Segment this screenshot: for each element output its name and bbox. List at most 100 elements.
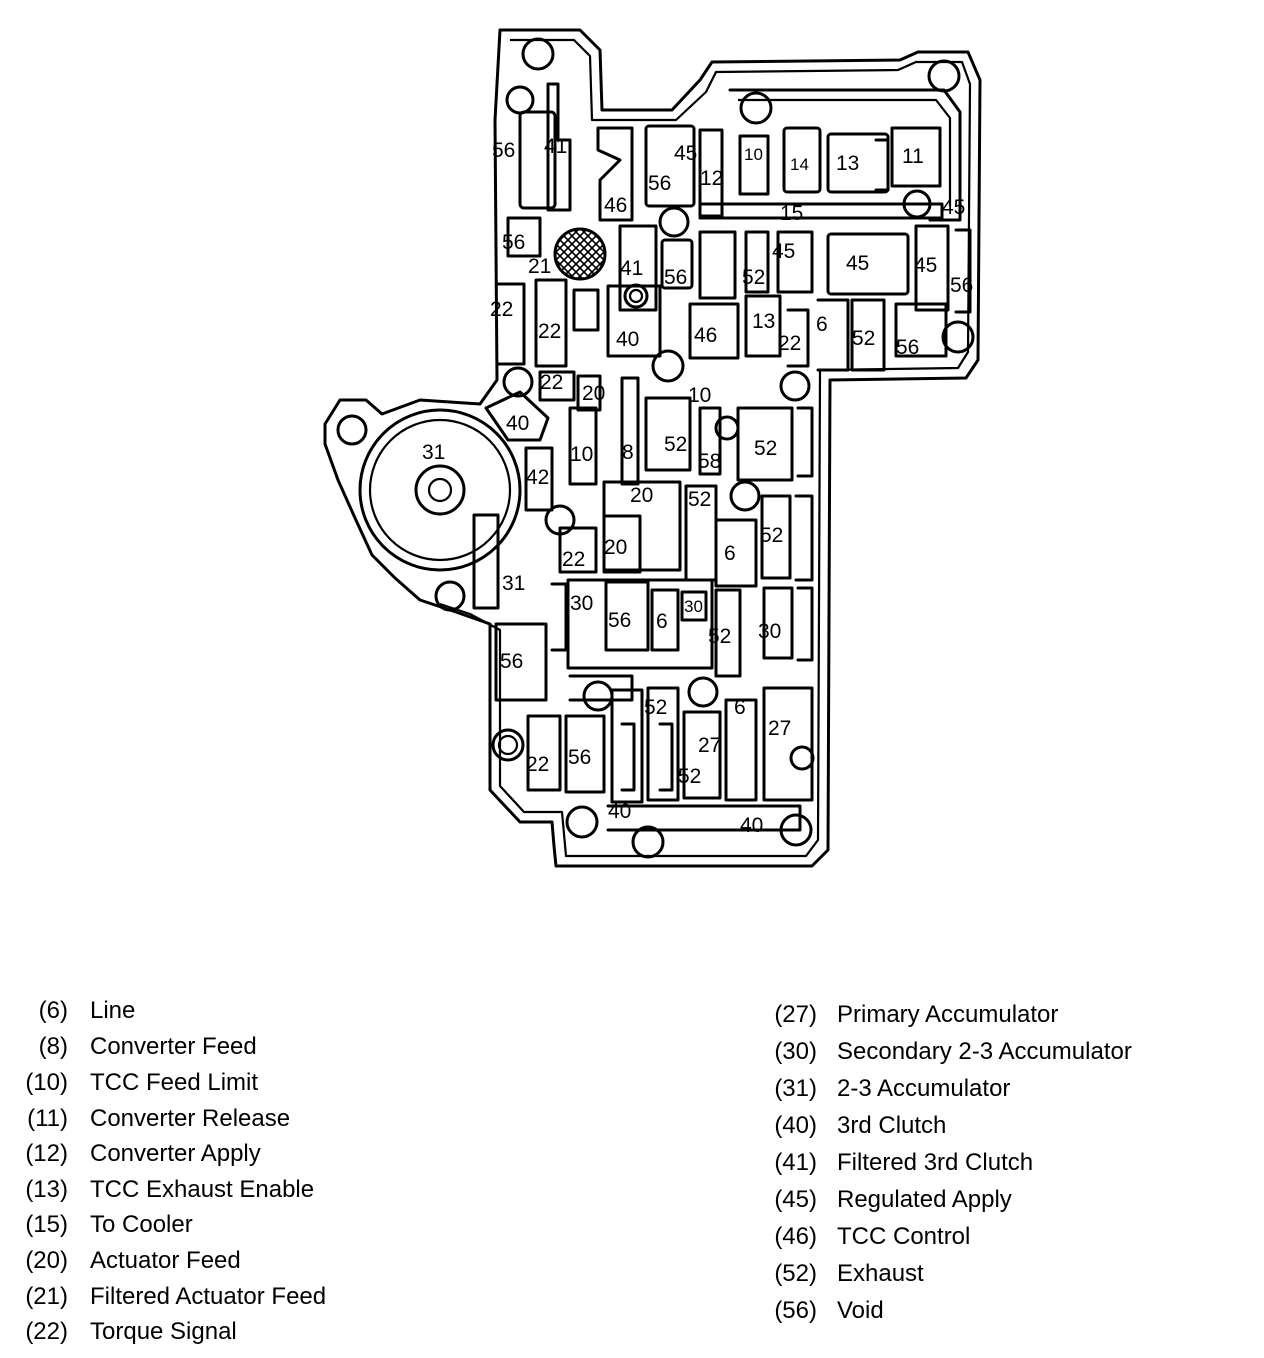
bolt-hole [789,745,815,771]
passage-label: 52 [644,696,667,719]
bolt-hole [505,85,535,115]
legend-item: (20) Actuator Feed [0,1246,240,1276]
passage-label: 46 [604,194,627,217]
legend-number: (22) [25,1318,68,1345]
passage-label: 21 [528,255,551,278]
legend-label: 3rd Clutch [837,1112,947,1139]
passage-label: 30 [570,592,593,615]
passage-label: 20 [582,382,605,405]
legend-number: (15) [25,1211,68,1238]
legend-label: Converter Release [90,1105,291,1132]
passage-label: 30 [684,597,703,616]
bolt-hole [491,728,525,762]
legend-item: (46) TCC Control [749,1222,970,1252]
legend-number: (11) [27,1105,68,1132]
passage-label: 41 [620,257,643,280]
passage-label: 45 [674,142,697,165]
passage-label: 6 [724,542,736,565]
legend-label: 2-3 Accumulator [837,1075,1011,1102]
legend-number: (12) [25,1140,68,1167]
legend-item: (31) 2-3 Accumulator [749,1074,1010,1104]
legend-item: (10) TCC Feed Limit [0,1068,258,1098]
bolt-hole [497,734,519,756]
legend-number: (20) [25,1247,68,1274]
bolt-hole [729,480,761,512]
accumulator-piston-center [427,477,453,503]
legend-label: TCC Feed Limit [90,1069,259,1096]
passage-label: 31 [422,441,445,464]
legend-label: TCC Control [837,1223,971,1250]
legend-item: (11) Converter Release [0,1104,290,1134]
legend-label: Actuator Feed [90,1247,241,1274]
passage-label: 15 [780,202,803,225]
legend-right: (27)Primary Accumulator (30)Secondary 2-… [749,1000,1249,1330]
legend-left: (6) Line (8) Converter Feed (10) TCC Feed L… [0,996,420,1352]
passage-label: 42 [526,466,549,489]
legend-item: (21)Filtered Actuator Feed [0,1282,326,1312]
passage-label: 22 [540,371,563,394]
legend-item: (56)Void [749,1296,883,1326]
passage-label: 10 [570,443,593,466]
passage-label: 40 [740,814,763,837]
bolt-hole [927,59,961,93]
bolt-hole [658,206,690,238]
passage-label: 45 [772,240,795,263]
legend-number: (27) [774,1001,817,1028]
legend-number: (10) [25,1069,68,1096]
passage-label: 45 [914,254,937,277]
accumulator-bore-inner [368,418,512,562]
legend-label: Filtered 3rd Clutch [837,1149,1034,1176]
passage-label: 22 [490,298,513,321]
passage-label: 56 [648,172,671,195]
passage-label: 6 [816,313,828,336]
passage-label: 41 [544,135,567,158]
passage-label: 56 [492,139,515,162]
legend-number: (8) [38,1033,68,1060]
passage-label: 52 [678,765,701,788]
bolt-hole [687,676,719,708]
passage-label: 22 [778,332,801,355]
legend-item: (22)Torque Signal [0,1317,236,1347]
passage-label: 56 [502,231,525,254]
bolt-hole [651,349,685,383]
passage-label: 56 [608,609,631,632]
passage-label: 27 [698,734,721,757]
legend-number: (45) [774,1186,817,1213]
passage-label: 56 [500,650,523,673]
passage-label: 10 [688,384,711,407]
bolt-hole [521,37,555,71]
legend-item: (30)Secondary 2-3 Accumulator [749,1037,1132,1067]
legend-number: (52) [774,1260,817,1287]
legend-number: (41) [774,1149,817,1176]
plate-inner-outline [439,38,972,858]
passage-label: 52 [742,266,765,289]
legend-item: (13)TCC Exhaust Enable [0,1175,314,1205]
passage-label: 52 [852,327,875,350]
legend-item: (52)Exhaust [749,1259,923,1289]
legend-label: Void [837,1297,884,1324]
legend-item: (40)3rd Clutch [749,1111,946,1141]
legend-number: (31) [774,1075,817,1102]
legend-number: (6) [38,997,68,1024]
passage-label: 52 [754,437,777,460]
bolt-hole [582,680,614,712]
legend-label: Line [90,997,136,1024]
bolt-hole [628,288,644,304]
passage-label: 56 [950,274,973,297]
legend-label: Converter Feed [90,1033,257,1060]
passage-label: 40 [506,412,529,435]
bolt-hole [739,91,773,125]
passage-label: 45 [846,252,869,275]
passage-label: 52 [760,524,783,547]
passage-label: 56 [896,336,919,359]
legend-number: (46) [774,1223,817,1250]
legend-item: (15)To Cooler [0,1210,192,1240]
filter-screen [553,227,607,281]
legend-label: Regulated Apply [837,1186,1012,1213]
passage-label: 52 [708,625,731,648]
accumulator-bore-outer [358,408,522,572]
bolt-hole [502,366,534,398]
passage-label: 52 [688,488,711,511]
passage-label: 56 [568,746,591,769]
passage-labels: 41 56 46 56 45 12 10 14 13 11 15 45 56 2… [422,135,973,837]
